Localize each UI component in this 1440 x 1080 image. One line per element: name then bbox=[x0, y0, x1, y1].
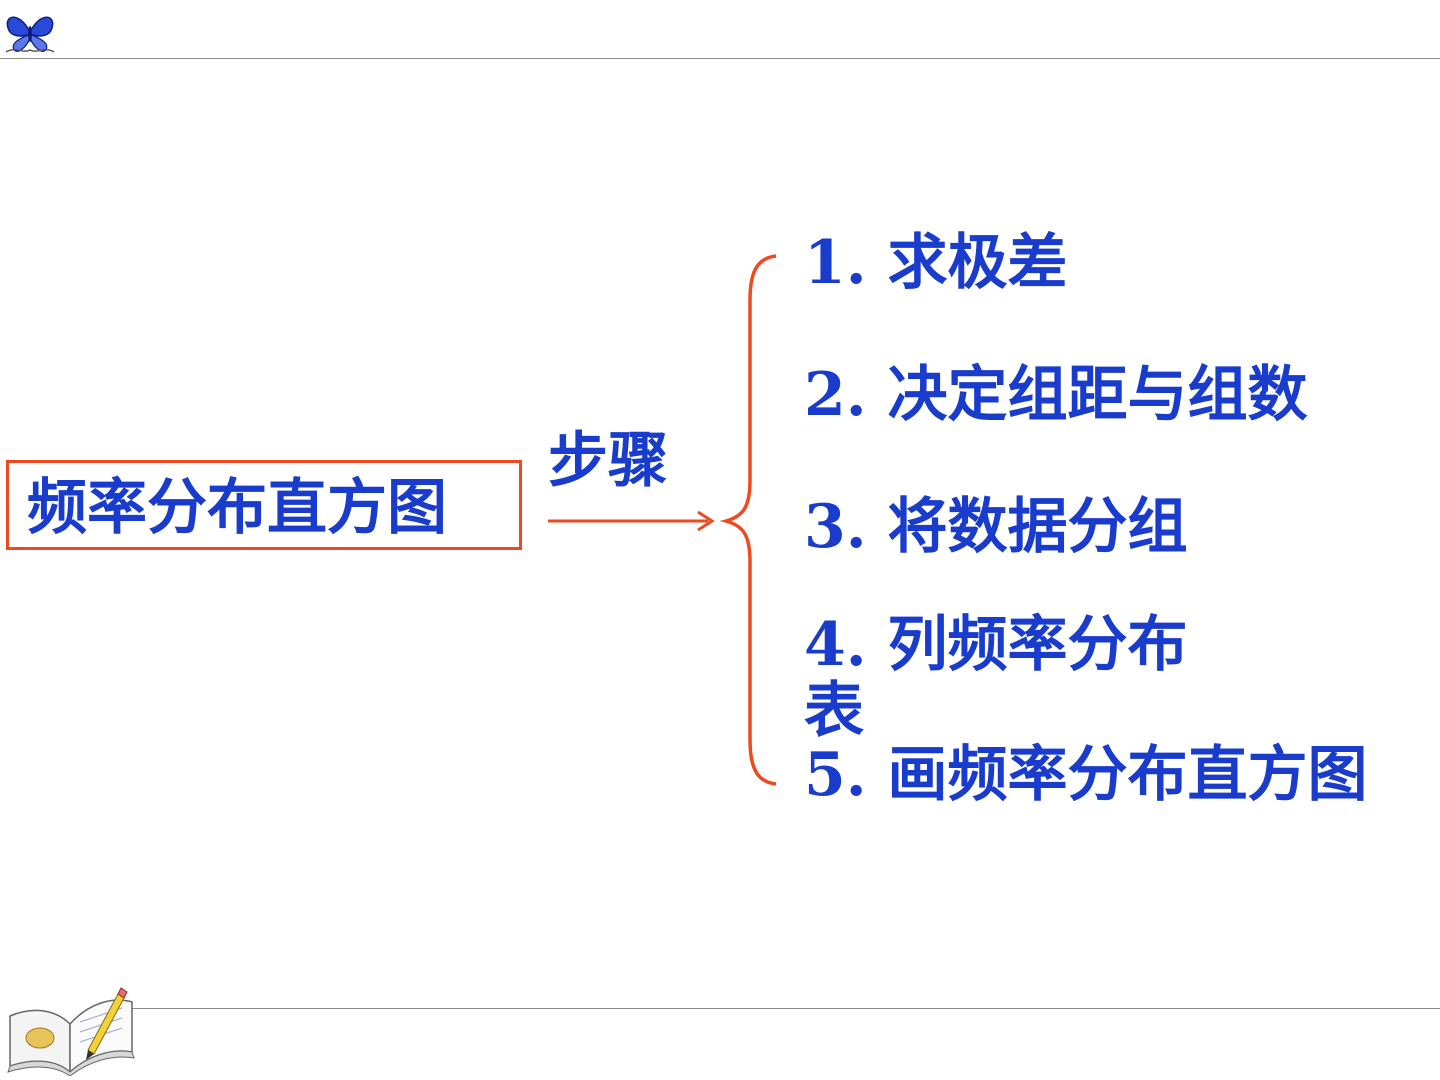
step-item-5: 5. 画频率分布直方图 bbox=[804, 740, 1368, 810]
step-item-4: 4. 列频率分布表 bbox=[804, 610, 1188, 746]
header-divider bbox=[0, 58, 1440, 59]
arrow-head-icon bbox=[697, 510, 715, 532]
curly-brace-icon bbox=[719, 254, 777, 786]
butterfly-logo-icon bbox=[5, 16, 55, 53]
topic-box: 频率分布直方图 bbox=[6, 460, 522, 550]
step-item-1: 1. 求极差 bbox=[804, 228, 1068, 298]
topic-title: 频率分布直方图 bbox=[27, 473, 447, 543]
arrow-brace-connector bbox=[548, 254, 777, 786]
open-book-pencil-icon bbox=[7, 987, 135, 1076]
steps-label: 步骤 bbox=[548, 426, 668, 496]
footer-divider bbox=[120, 1008, 1440, 1009]
step-item-2: 2. 决定组距与组数 bbox=[804, 360, 1308, 430]
step-item-3: 3. 将数据分组 bbox=[804, 492, 1188, 562]
